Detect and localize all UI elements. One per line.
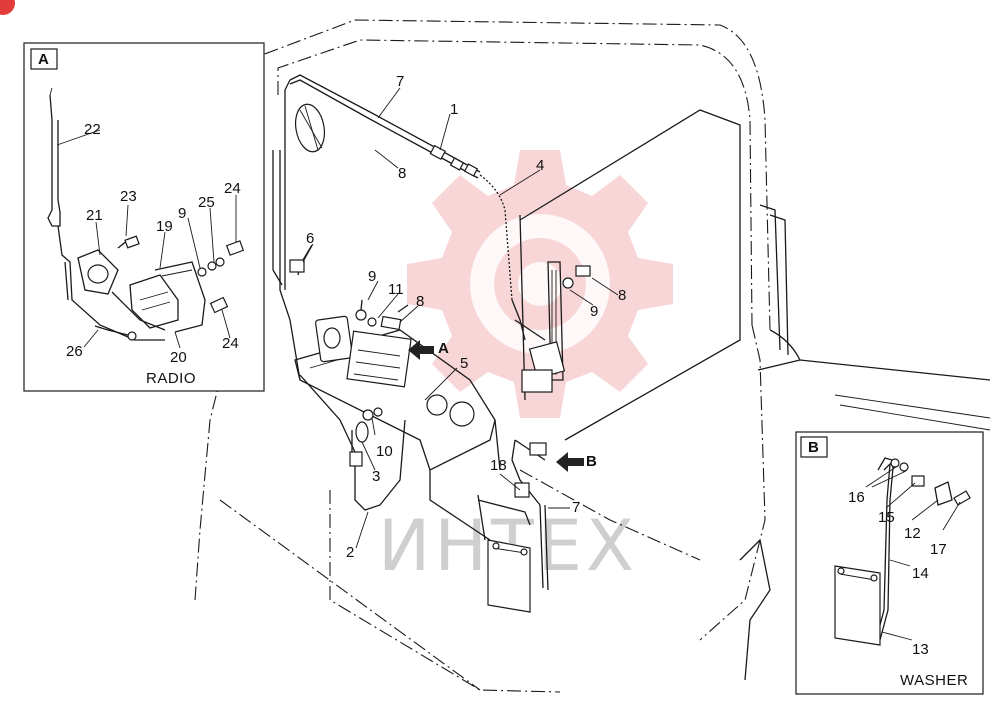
callout-8-top: 8 xyxy=(398,165,406,182)
radio-bracket-center xyxy=(315,315,412,388)
cab-outline xyxy=(194,19,991,693)
callout-8-center: 8 xyxy=(416,293,424,310)
callout-4: 4 xyxy=(536,157,544,174)
callout-23: 23 xyxy=(120,188,137,205)
callout-5: 5 xyxy=(460,355,468,372)
callout-9-panel-a: 9 xyxy=(178,205,186,222)
washer-nozzle-b xyxy=(511,439,547,506)
callout-14: 14 xyxy=(912,565,929,582)
callout-6: 6 xyxy=(306,230,314,247)
arrow-b-label: B xyxy=(586,453,597,470)
callout-3: 3 xyxy=(372,468,380,485)
washer-tank xyxy=(477,494,549,613)
callout-16: 16 xyxy=(848,489,865,506)
callout-1: 1 xyxy=(450,101,458,118)
watermark-gear-icon xyxy=(407,150,673,418)
wiper-assembly-right xyxy=(514,261,566,393)
arrow-a-label: A xyxy=(438,340,449,357)
callout-13: 13 xyxy=(912,641,929,658)
coil-cord-4 xyxy=(479,174,526,341)
callout-7-top: 7 xyxy=(396,73,404,90)
callout-2: 2 xyxy=(346,544,354,561)
callout-22: 22 xyxy=(84,121,101,138)
cable-2 xyxy=(299,374,356,453)
callout-18: 18 xyxy=(490,457,507,474)
callout-19: 19 xyxy=(156,218,173,235)
callout-26: 26 xyxy=(66,343,83,360)
callout-8-right: 8 xyxy=(618,287,626,304)
leader-lines xyxy=(302,87,619,549)
callout-20: 20 xyxy=(170,349,187,366)
callout-25: 25 xyxy=(198,194,215,211)
arrow-b-icon xyxy=(556,452,584,472)
callout-15: 15 xyxy=(878,509,895,526)
panel-a-letter: A xyxy=(38,51,49,68)
parts-3-10 xyxy=(349,407,406,511)
callout-24-top: 24 xyxy=(224,180,241,197)
arrow-a-icon xyxy=(408,340,434,360)
callout-17: 17 xyxy=(930,541,947,558)
panel-b-caption: WASHER xyxy=(900,672,968,689)
panel-a-caption: RADIO xyxy=(146,370,196,387)
panel-b xyxy=(795,431,984,695)
panel-a xyxy=(23,42,265,392)
wiper-motor xyxy=(294,103,326,153)
corner-badge-icon xyxy=(0,0,15,15)
hardware-center xyxy=(355,299,409,331)
callout-21: 21 xyxy=(86,207,103,224)
connector-6 xyxy=(289,244,313,276)
callout-7-bottom: 7 xyxy=(572,499,580,516)
panel-b-letter: B xyxy=(808,439,819,456)
windshield-frame xyxy=(519,109,741,441)
wire-harness-1 xyxy=(272,74,481,381)
callout-9-right: 9 xyxy=(590,303,598,320)
callout-24-bottom: 24 xyxy=(222,335,239,352)
callout-12: 12 xyxy=(904,525,921,542)
callout-9-center: 9 xyxy=(368,268,376,285)
callout-10: 10 xyxy=(376,443,393,460)
hardware-right xyxy=(562,265,591,289)
callout-11: 11 xyxy=(388,281,404,298)
